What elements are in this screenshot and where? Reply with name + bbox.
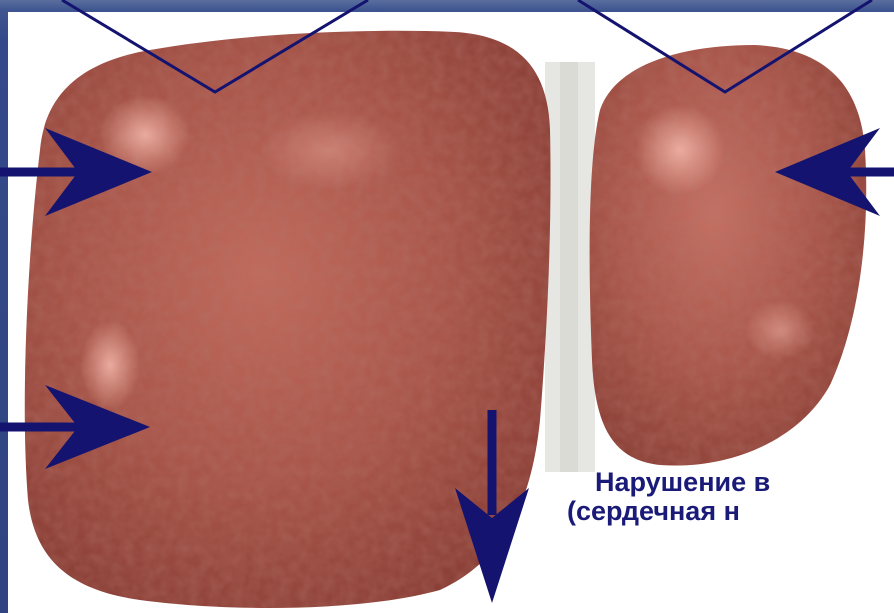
left-lobe [590, 45, 867, 466]
caption-line-2: (сердечная н [567, 497, 770, 526]
caption: Нарушение в (сердечная н [567, 468, 770, 526]
caption-line-1: Нарушение в [567, 468, 770, 497]
